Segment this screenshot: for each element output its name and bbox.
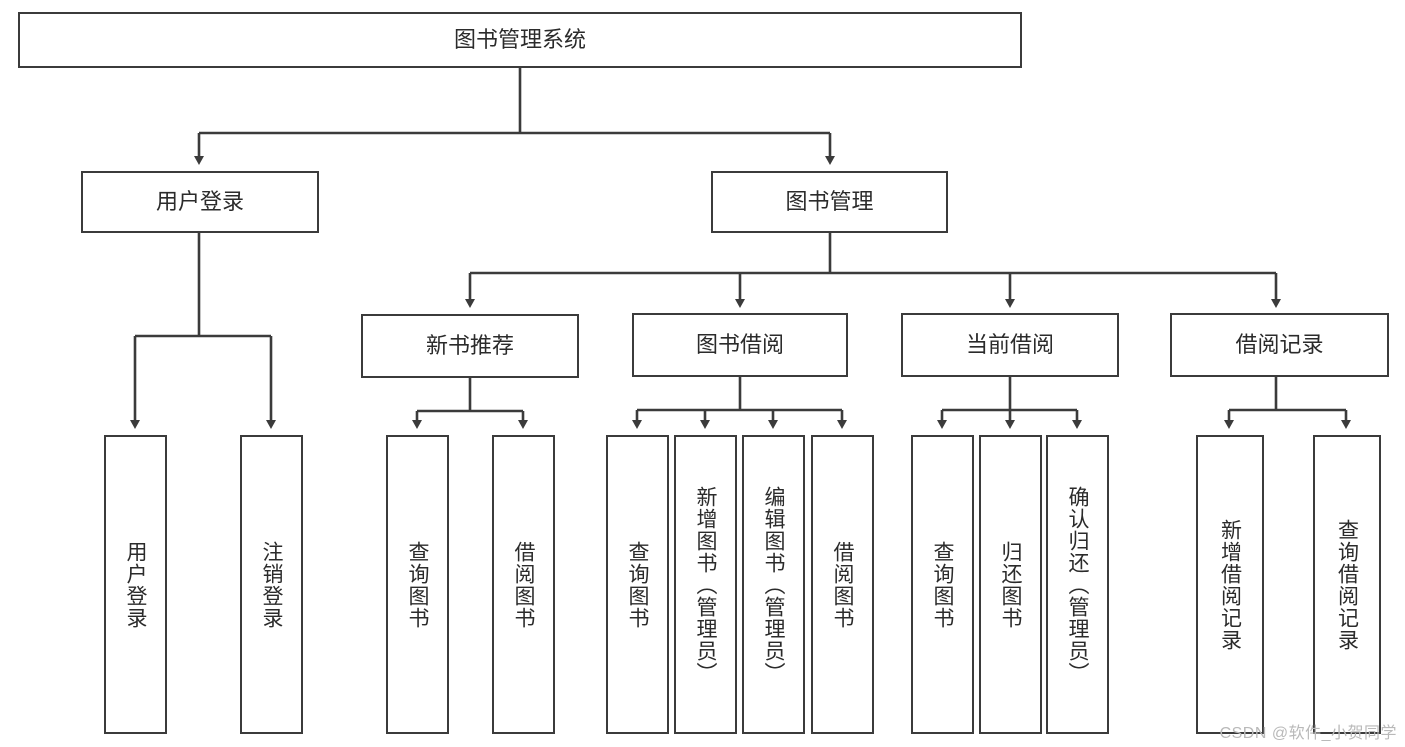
leaf-recommend-borrow-book[interactable]: 借阅图书: [492, 435, 555, 734]
node-book-management[interactable]: 图书管理: [711, 171, 948, 233]
node-label: 用户登录: [155, 188, 244, 214]
leaf-borrow-query-book[interactable]: 查询图书: [606, 435, 669, 734]
node-label: 新增图书（管理员）: [694, 485, 717, 684]
node-label: 查询图书: [406, 540, 429, 629]
leaf-current-return-book[interactable]: 归还图书: [979, 435, 1042, 734]
node-label: 编辑图书（管理员）: [762, 485, 785, 684]
node-label: 当前借阅: [965, 331, 1054, 357]
node-label: 用户登录: [124, 540, 147, 629]
leaf-borrow-add-book-admin[interactable]: 新增图书（管理员）: [674, 435, 737, 734]
leaf-recommend-query-book[interactable]: 查询图书: [386, 435, 449, 734]
node-label: 借阅图书: [831, 540, 854, 629]
leaf-current-confirm-return-admin[interactable]: 确认归还（管理员）: [1046, 435, 1109, 734]
node-label: 图书管理: [785, 188, 874, 214]
node-label: 注销登录: [260, 540, 283, 629]
node-label: 借阅记录: [1235, 331, 1324, 357]
leaf-record-query-borrow-record[interactable]: 查询借阅记录: [1313, 435, 1381, 734]
leaf-user-login[interactable]: 用户登录: [104, 435, 167, 734]
node-borrow-record[interactable]: 借阅记录: [1170, 313, 1389, 377]
node-book-borrow[interactable]: 图书借阅: [632, 313, 848, 377]
leaf-borrow-edit-book-admin[interactable]: 编辑图书（管理员）: [742, 435, 805, 734]
node-label: 查询图书: [626, 540, 649, 629]
leaf-logout[interactable]: 注销登录: [240, 435, 303, 734]
leaf-borrow-borrow-book[interactable]: 借阅图书: [811, 435, 874, 734]
node-label: 新书推荐: [425, 332, 514, 358]
node-label: 图书管理系统: [453, 26, 586, 52]
node-root-book-management-system[interactable]: 图书管理系统: [18, 12, 1022, 68]
watermark: CSDN @软件_小贺同学: [1219, 725, 1397, 742]
leaf-record-add-borrow-record[interactable]: 新增借阅记录: [1196, 435, 1264, 734]
leaf-current-query-book[interactable]: 查询图书: [911, 435, 974, 734]
node-label: 借阅图书: [512, 540, 535, 629]
node-user-login[interactable]: 用户登录: [81, 171, 319, 233]
node-label: 新增借阅记录: [1218, 518, 1242, 651]
node-new-book-recommend[interactable]: 新书推荐: [361, 314, 579, 378]
node-current-borrow[interactable]: 当前借阅: [901, 313, 1119, 377]
node-label: 查询图书: [931, 540, 954, 629]
node-label: 归还图书: [999, 540, 1022, 629]
node-label: 确认归还（管理员）: [1066, 485, 1089, 684]
node-label: 查询借阅记录: [1335, 518, 1359, 651]
node-label: 图书借阅: [695, 331, 784, 357]
